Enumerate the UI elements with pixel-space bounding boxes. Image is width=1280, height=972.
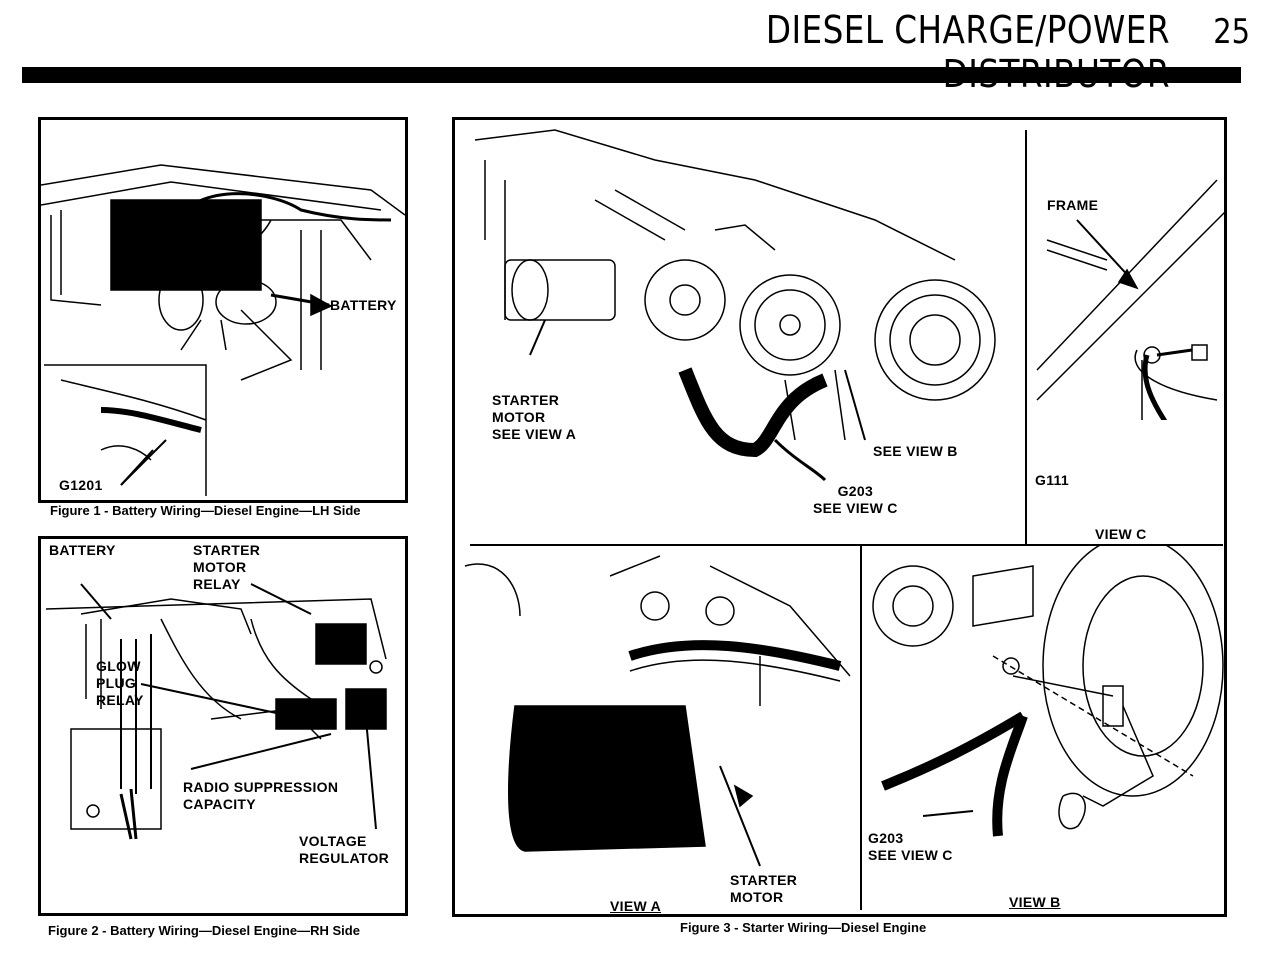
starter-motor-relay-label: STARTER MOTOR RELAY (193, 542, 261, 592)
divider-vertical-bottom (860, 546, 862, 910)
voltage-regulator-label: VOLTAGE REGULATOR (299, 833, 390, 866)
figure-1-panel: BATTERY G1201 (38, 117, 408, 503)
figure-3-main-drawing (474, 129, 996, 482)
view-b-title: VIEW B (1009, 894, 1061, 910)
view-c-drawing (1036, 179, 1224, 420)
starter-motor-label: STARTER MOTOR SEE VIEW A (492, 392, 577, 442)
figure-2-drawing (45, 583, 387, 840)
divider-horizontal (470, 544, 1223, 546)
g203-label: G203 SEE VIEW C (813, 483, 898, 516)
header-rule (22, 67, 1241, 83)
figure-1-caption: Figure 1 - Battery Wiring—Diesel Engine—… (50, 503, 361, 518)
view-a-starter-label: STARTER MOTOR (730, 872, 798, 905)
figure-2-panel: BATTERY STARTER MOTOR RELAY GLOW PLUG RE… (38, 536, 408, 916)
view-b-g203-label: G203 SEE VIEW C (868, 830, 953, 863)
figure-2-caption: Figure 2 - Battery Wiring—Diesel Engine—… (48, 923, 360, 938)
view-c-title: VIEW C (1095, 526, 1147, 542)
view-b-drawing (872, 546, 1224, 837)
g111-label: G111 (1035, 472, 1069, 488)
figure-1-drawing (41, 164, 405, 496)
battery-label: BATTERY (49, 542, 116, 558)
page-number: 25 (1213, 12, 1250, 52)
radio-suppression-label: RADIO SUPPRESSION CAPACITY (183, 779, 339, 812)
frame-label: FRAME (1047, 197, 1099, 213)
view-a-drawing (464, 555, 851, 867)
divider-vertical-top (1025, 130, 1027, 545)
view-a-title: VIEW A (610, 898, 662, 914)
figure-3-caption: Figure 3 - Starter Wiring—Diesel Engine (680, 920, 927, 935)
see-view-b-label: SEE VIEW B (873, 443, 958, 459)
g1201-label: G1201 (59, 477, 103, 493)
figure-3-panel: STARTER MOTOR SEE VIEW A SEE VIEW B G203… (452, 117, 1227, 917)
glow-plug-relay-label: GLOW PLUG RELAY (96, 658, 144, 708)
battery-label: BATTERY (330, 297, 397, 313)
